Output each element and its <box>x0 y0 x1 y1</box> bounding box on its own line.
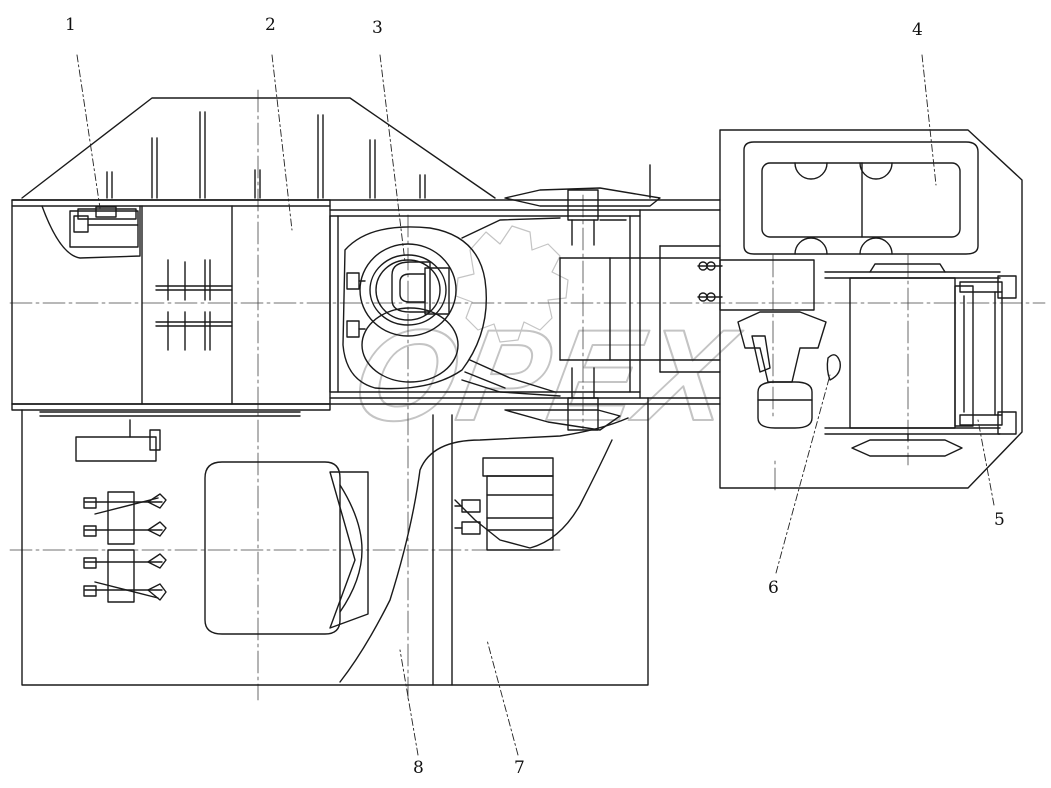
leader-lines <box>76 54 995 756</box>
callout-4: 4 <box>912 20 923 40</box>
part-3-rotor <box>342 226 488 390</box>
callout-8: 8 <box>413 758 424 778</box>
gear-icon <box>455 225 569 343</box>
lower-body <box>21 397 649 686</box>
center-frame <box>11 164 721 431</box>
callout-6: 6 <box>768 578 779 598</box>
callout-7: 7 <box>514 758 525 778</box>
right-frame <box>719 129 1023 489</box>
watermark-logo: OPEX <box>342 225 750 449</box>
part-6-lever <box>737 311 841 429</box>
centerlines <box>9 89 1046 701</box>
callout-2: 2 <box>265 15 276 35</box>
part-1-bracket <box>69 206 139 248</box>
callout-3: 3 <box>372 18 383 38</box>
watermark-text: OPEX <box>343 302 749 448</box>
hood-top <box>21 97 496 199</box>
upper-frame <box>11 199 331 411</box>
part-5-drum <box>849 275 1017 435</box>
callout-5: 5 <box>994 510 1005 530</box>
callout-1: 1 <box>65 15 76 35</box>
